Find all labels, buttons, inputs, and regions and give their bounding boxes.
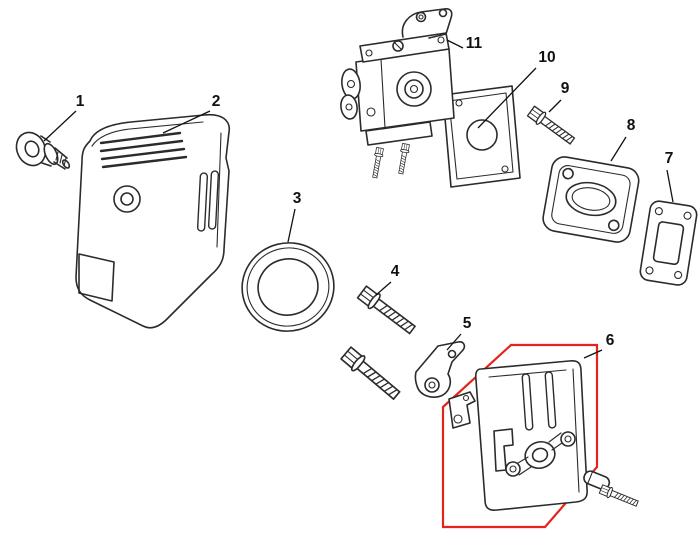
leader-line-2 (162, 110, 211, 134)
leader-line-5 (446, 333, 462, 351)
part-drawing-bracket (414, 341, 466, 398)
part-label-10: 10 (538, 49, 555, 66)
part-drawing-insulator (542, 156, 640, 243)
part-drawing-grommet (15, 131, 71, 170)
part-label-9: 9 (561, 80, 570, 97)
leader-line-9 (548, 99, 562, 113)
leader-line-11 (446, 39, 464, 49)
part-drawing-carburetor (340, 8, 455, 179)
part-label-1: 1 (76, 93, 85, 110)
part-drawing-bolt-4 (355, 284, 419, 338)
part-label-5: 5 (463, 315, 472, 332)
part-drawing-exhaust-gasket (505, 431, 576, 477)
part-drawing-cover (75, 113, 230, 329)
part-label-3: 3 (293, 190, 302, 207)
leader-line-8 (610, 136, 627, 162)
part-label-8: 8 (627, 117, 636, 134)
part-drawing-shield-assembly (441, 343, 640, 529)
part-label-11: 11 (466, 35, 483, 52)
leader-line-1 (43, 110, 77, 142)
leader-line-4 (375, 281, 392, 296)
part-label-4: 4 (391, 263, 400, 280)
leader-line-3 (287, 208, 296, 243)
leader-line-6 (583, 349, 603, 359)
leader-line-10 (477, 67, 537, 129)
part-label-6: 6 (606, 332, 615, 349)
part-label-2: 2 (212, 93, 221, 110)
part-drawing-gasket-10 (442, 85, 521, 188)
part-drawing-bolt-9 (526, 104, 578, 148)
part-drawing-bolt-5 (339, 345, 404, 404)
leader-line-7 (666, 169, 674, 203)
highlight-outline-part-6 (441, 343, 599, 529)
part-drawing-seal-ring (241, 242, 335, 332)
part-drawing-gasket-7 (639, 200, 698, 286)
part-label-7: 7 (665, 150, 674, 167)
